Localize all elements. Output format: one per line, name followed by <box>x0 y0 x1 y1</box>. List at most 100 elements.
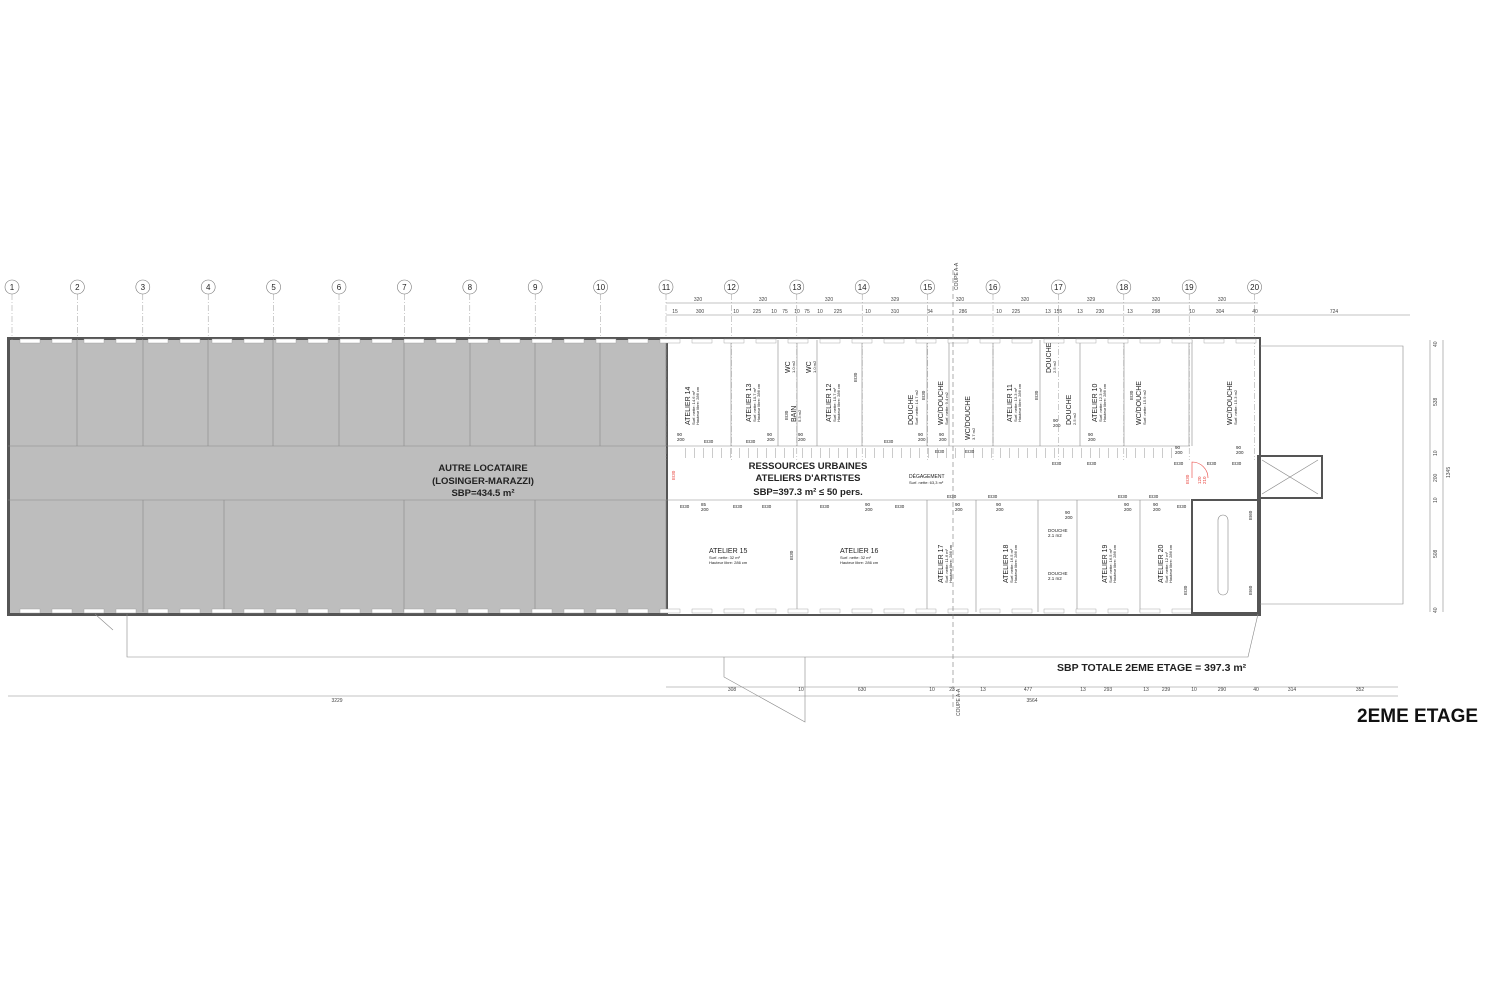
fire-door-width: 120 <box>1197 476 1202 484</box>
other-tenant-area <box>8 338 668 615</box>
door-width: 90 <box>1153 502 1159 507</box>
window <box>115 338 137 344</box>
dimension-label: 225 <box>834 309 843 315</box>
fire-rating-label: EI30 <box>935 449 945 454</box>
room-height: Hauteur libre: 286 cm <box>756 383 761 422</box>
shaft-cross <box>1261 459 1319 495</box>
room-area: Surf. nette: 13.3 m² <box>1013 387 1018 422</box>
shaft <box>1257 455 1323 499</box>
window <box>659 338 681 344</box>
axis-bubble <box>658 279 674 295</box>
dimension-label: 10 <box>1433 497 1439 503</box>
stair-core <box>1191 499 1259 614</box>
dimension-label: 10 <box>865 309 871 315</box>
window <box>851 608 873 614</box>
window <box>147 608 169 614</box>
door-width: 90 <box>955 502 961 507</box>
fire-rating-label: EI30 <box>1052 461 1062 466</box>
window <box>339 608 361 614</box>
fire-rating-label: EI30 <box>1232 461 1242 466</box>
dimension-label: 10 <box>1433 450 1439 456</box>
fire-rating-label: EI30 <box>1118 494 1128 499</box>
room-height: Hauteur libre: 286 cm <box>1013 544 1018 583</box>
room-name: ATELIER 17 <box>938 545 945 583</box>
fire-door-rating-left: EI30 <box>671 470 676 480</box>
door-width: 90 <box>1175 445 1181 450</box>
window <box>787 608 809 614</box>
dimension-label: 230 <box>1096 309 1105 315</box>
door-height: 200 <box>955 507 963 512</box>
fire-rating-label: EI30 <box>1207 461 1217 466</box>
room-name: WC <box>806 361 813 373</box>
room-height: Hauteur libre: 286 cm <box>695 386 700 425</box>
window <box>947 338 969 344</box>
door-height: 200 <box>918 437 926 442</box>
window <box>179 608 201 614</box>
axis-bubble <box>593 279 608 295</box>
room-area: Surf. nette: 32 m² <box>840 555 872 560</box>
terrace-outline <box>1260 345 1404 605</box>
window <box>659 608 681 614</box>
fire-rating-label: EI30 <box>1174 461 1184 466</box>
room-area: 5.3 m2 <box>797 409 802 422</box>
sbp-total: SBP TOTALE 2EME ETAGE = 397.3 m² <box>1057 662 1247 674</box>
dimension-label: 13 <box>980 687 986 693</box>
door-width: 90 <box>1124 502 1130 507</box>
window <box>275 608 297 614</box>
window <box>1171 338 1193 344</box>
door-height: 200 <box>939 437 947 442</box>
room-area: Surf. nette: 15.3 m2 <box>1233 389 1238 425</box>
room-area: 2.5 m2 <box>1072 412 1077 425</box>
partitions <box>19 338 1257 614</box>
window <box>435 338 457 344</box>
window <box>851 338 873 344</box>
door-width: 90 <box>1053 418 1059 423</box>
axis-bubble <box>200 279 216 295</box>
axis-bubble <box>135 279 151 295</box>
room-area: Surf. nette: 32 m² <box>709 555 741 560</box>
room-height: Hauteur libre: 286 cm <box>836 383 841 422</box>
door-width: 90 <box>1236 445 1242 450</box>
door-width: 90 <box>996 502 1002 507</box>
dimension-label: 538 <box>1433 397 1439 406</box>
dimension-label: 40 <box>1433 341 1439 347</box>
window <box>179 338 201 344</box>
window <box>307 338 329 344</box>
room-area: 3.7 m2 <box>971 427 976 440</box>
main-tenant-use: ATELIERS D'ARTISTES <box>755 473 860 484</box>
door-height: 200 <box>1065 515 1073 520</box>
window <box>819 338 841 344</box>
room-name: WC/DOUCHE <box>1227 381 1234 425</box>
dimension-label: 308 <box>728 687 737 693</box>
room-name: WC/DOUCHE <box>965 396 972 440</box>
room-area: Surf. nette: 16.5 m² <box>1108 548 1113 583</box>
dimension-label: 200 <box>1433 473 1439 482</box>
door-height: 200 <box>677 437 685 442</box>
fire-rating-label: EI30 <box>704 439 714 444</box>
window <box>723 608 745 614</box>
window <box>1075 608 1097 614</box>
axis-bubble <box>4 279 20 295</box>
window <box>595 608 617 614</box>
dimension-label: 293 <box>1104 687 1113 693</box>
stair-well <box>1217 514 1229 596</box>
door-height: 200 <box>1236 450 1244 455</box>
dimension-label: 40 <box>1252 309 1258 315</box>
dimension-label: 320 <box>956 297 965 303</box>
dimension-label: 10 <box>733 309 739 315</box>
building-outline <box>7 337 1261 616</box>
window <box>51 608 73 614</box>
room-name: ATELIER 16 <box>840 548 878 555</box>
window <box>307 608 329 614</box>
room-area: Surf. nette: 11.6 m² <box>944 548 949 583</box>
door-width: 90 <box>1065 510 1071 515</box>
room-name: ATELIER 14 <box>685 387 692 425</box>
room-name: ATELIER 15 <box>709 548 747 555</box>
axis-bubble <box>266 279 281 295</box>
axis-label: 4 <box>206 283 211 292</box>
dimension-label: 13 <box>1045 309 1051 315</box>
dimension-label: 10 <box>798 687 804 693</box>
room-name: ATELIER 18 <box>1003 545 1010 583</box>
axis-label: 3 <box>141 283 146 292</box>
window <box>787 338 809 344</box>
